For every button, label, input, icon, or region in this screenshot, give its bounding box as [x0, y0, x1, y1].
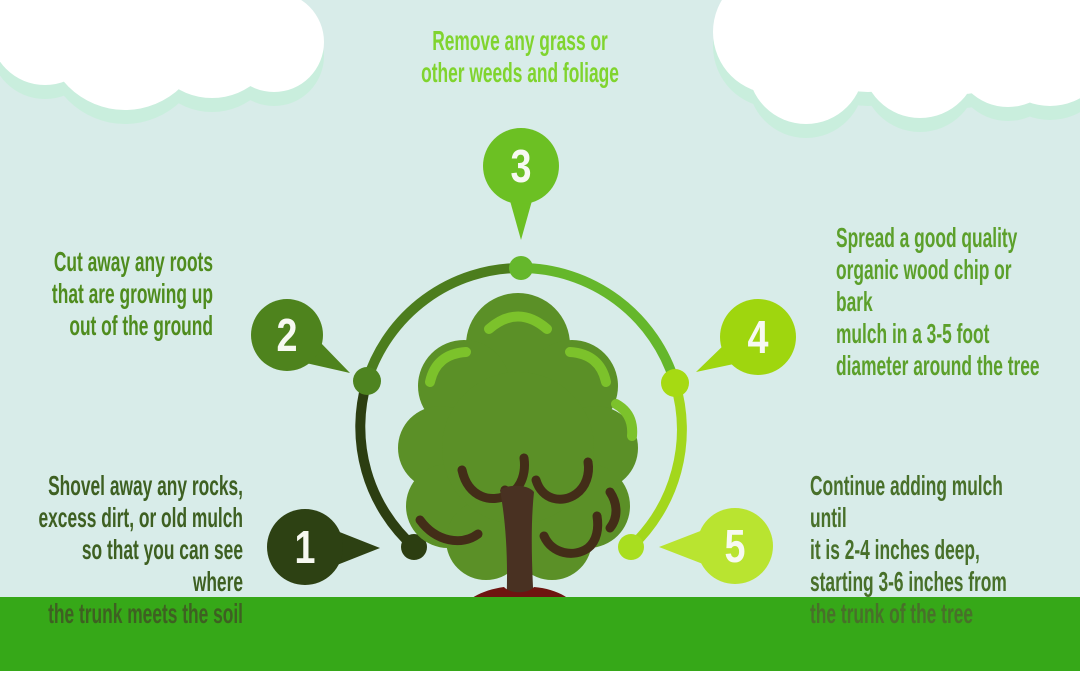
pin-bubble-4-shape — [696, 299, 796, 375]
pin-bubble-2-shape — [251, 299, 350, 373]
step-pin-5: 5 — [649, 508, 773, 586]
cloud-left — [0, 0, 324, 124]
ring-dot-right — [661, 369, 689, 397]
tree-trunk — [500, 485, 535, 624]
ring-dot-bottom-right — [618, 534, 644, 560]
ring-segment-upper-right — [516, 263, 680, 388]
step-4-label: Spread a good quality organic wood chip … — [836, 222, 1040, 381]
cloud-right-body — [713, 0, 1080, 124]
ring-segment-upper-left — [362, 262, 526, 386]
tree-foliage-highlights — [425, 311, 638, 441]
step-1-label: Shovel away any rocks, excess dirt, or o… — [38, 470, 243, 629]
ring-dot-top — [509, 256, 533, 280]
step-number-4: 4 — [747, 311, 769, 364]
bottom-white-strip — [0, 671, 1080, 675]
cloud-right — [713, 0, 1080, 138]
step-number-3: 3 — [510, 140, 532, 193]
step-pin-2: 2 — [251, 299, 355, 379]
step-pin-1: 1 — [267, 509, 387, 587]
step-pin-3: 3 — [483, 128, 559, 244]
cloud-left-body — [0, 0, 324, 110]
step-number-1: 1 — [294, 521, 316, 574]
grass-strip — [0, 597, 1080, 672]
step-number-5: 5 — [724, 520, 746, 573]
step-number-2: 2 — [276, 309, 298, 362]
step-ring — [355, 262, 687, 552]
pin-bubble-5-shape — [659, 508, 773, 584]
ring-dots — [353, 256, 689, 560]
ring-segment-bottom-right — [626, 378, 687, 552]
ring-dot-bottom-left — [401, 534, 427, 560]
step-3-label: Remove any grass or other weeds and foli… — [421, 25, 619, 88]
step-2-label: Cut away any roots that are growing up o… — [51, 246, 213, 341]
step-pin-4: 4 — [690, 299, 796, 379]
pin-bubble-3-shape — [483, 128, 559, 240]
tree-illustration — [398, 293, 638, 631]
pin-bubble-1-shape — [267, 509, 380, 585]
ring-segment-bottom-left — [355, 376, 419, 552]
step-5-label: Continue adding mulch until it is 2-4 in… — [810, 470, 1007, 629]
ring-dot-left — [353, 367, 381, 395]
